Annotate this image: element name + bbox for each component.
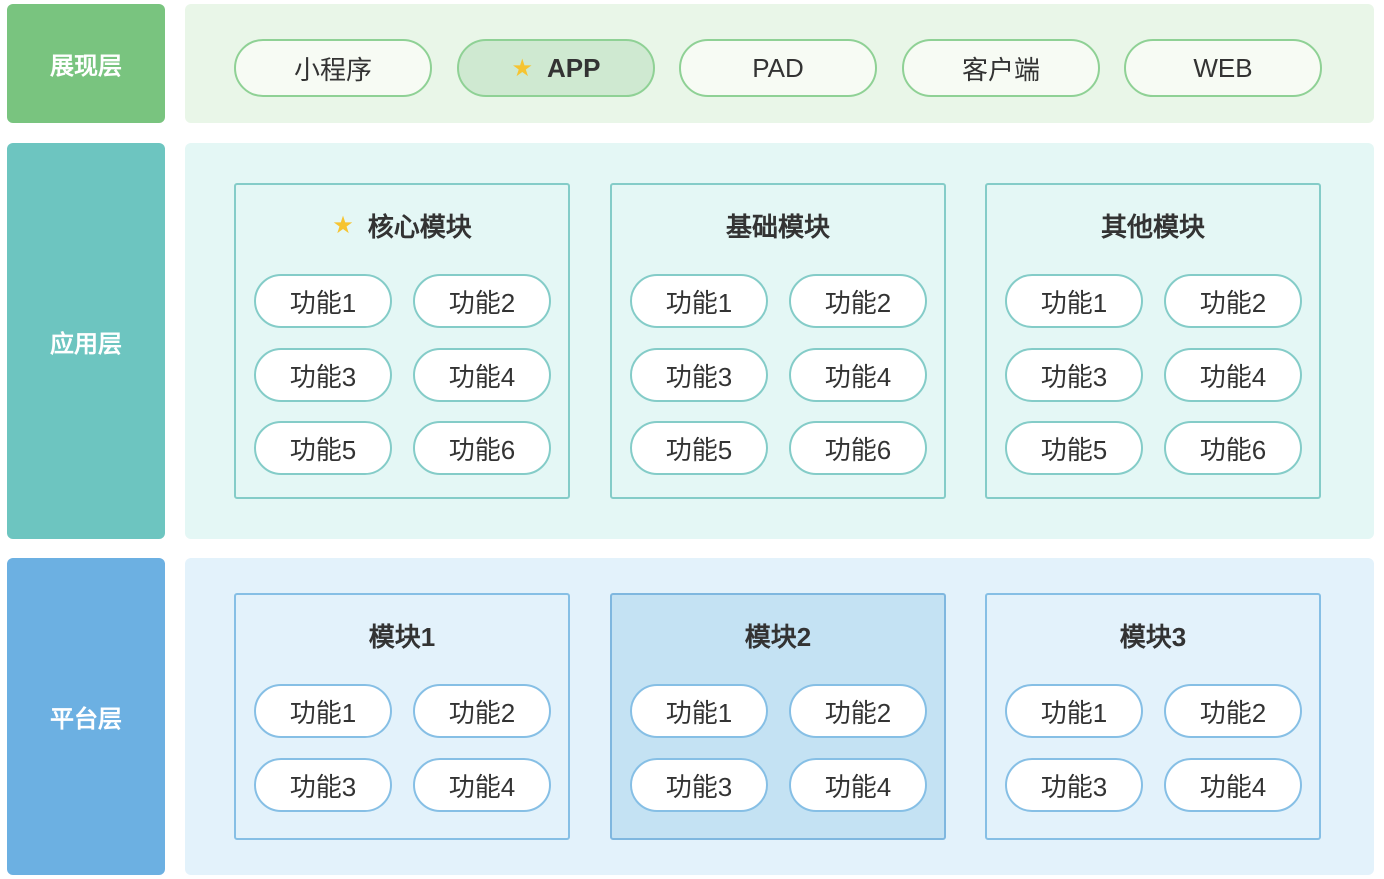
function-item: 功能4 [1164,758,1302,812]
function-item: 功能4 [413,758,551,812]
function-item: 功能2 [413,684,551,738]
channel-label: PAD [752,52,804,83]
function-item: 功能2 [789,274,927,328]
function-item: 功能4 [789,348,927,402]
function-item: 功能1 [254,684,392,738]
function-item: 功能1 [254,274,392,328]
channel-label: 小程序 [293,54,372,85]
function-item: 功能2 [789,684,927,738]
function-item: 功能2 [1164,684,1302,738]
platform-layer-label: 平台层 [7,558,165,875]
module-title-text: 模块1 [368,622,436,652]
function-item: 功能3 [1005,348,1143,402]
module-title: 模块1 [236,617,568,654]
function-item: 功能6 [413,421,551,475]
platform-module-2: 模块2 功能1 功能2 功能3 功能4 [610,593,946,840]
module-title-text: 模块2 [744,622,812,652]
function-item: 功能4 [413,348,551,402]
module-title: 基础模块 [612,207,944,244]
function-item: 功能3 [254,758,392,812]
function-item: 功能1 [1005,684,1143,738]
function-item: 功能3 [630,348,768,402]
function-item: 功能2 [413,274,551,328]
function-item: 功能1 [630,274,768,328]
function-item: 功能4 [1164,348,1302,402]
star-icon: ★ [511,54,534,82]
function-item: 功能3 [254,348,392,402]
channel-app: ★ APP [457,39,655,97]
function-item: 功能6 [1164,421,1302,475]
application-layer-label: 应用层 [7,143,165,539]
channel-pad: PAD [679,39,877,97]
presentation-layer-label: 展现层 [7,4,165,123]
platform-module-3: 模块3 功能1 功能2 功能3 功能4 [985,593,1321,840]
function-item: 功能6 [789,421,927,475]
channel-label: APP [547,52,601,83]
module-title: ★ 核心模块 [236,207,568,244]
module-title-text: 核心模块 [367,212,472,242]
channel-client: 客户端 [902,39,1100,97]
function-item: 功能4 [789,758,927,812]
function-item: 功能3 [630,758,768,812]
module-title: 模块3 [987,617,1319,654]
function-item: 功能5 [1005,421,1143,475]
channel-web: WEB [1124,39,1322,97]
presentation-layer-panel: 小程序 ★ APP PAD 客户端 WEB [185,4,1374,123]
star-icon: ★ [332,212,354,239]
app-module-core: ★ 核心模块 功能1 功能2 功能3 功能4 功能5 功能6 [234,183,570,499]
channel-miniprogram: 小程序 [234,39,432,97]
channel-label: WEB [1193,52,1253,83]
module-title-text: 其他模块 [1100,212,1205,242]
function-item: 功能1 [630,684,768,738]
module-title: 其他模块 [987,207,1319,244]
channel-label: 客户端 [961,54,1040,85]
platform-module-1: 模块1 功能1 功能2 功能3 功能4 [234,593,570,840]
function-item: 功能5 [254,421,392,475]
module-title-text: 基础模块 [725,212,830,242]
function-item: 功能3 [1005,758,1143,812]
app-module-other: 其他模块 功能1 功能2 功能3 功能4 功能5 功能6 [985,183,1321,499]
function-item: 功能1 [1005,274,1143,328]
function-item: 功能2 [1164,274,1302,328]
module-title-text: 模块3 [1119,622,1187,652]
module-title: 模块2 [612,617,944,654]
app-module-basic: 基础模块 功能1 功能2 功能3 功能4 功能5 功能6 [610,183,946,499]
function-item: 功能5 [630,421,768,475]
